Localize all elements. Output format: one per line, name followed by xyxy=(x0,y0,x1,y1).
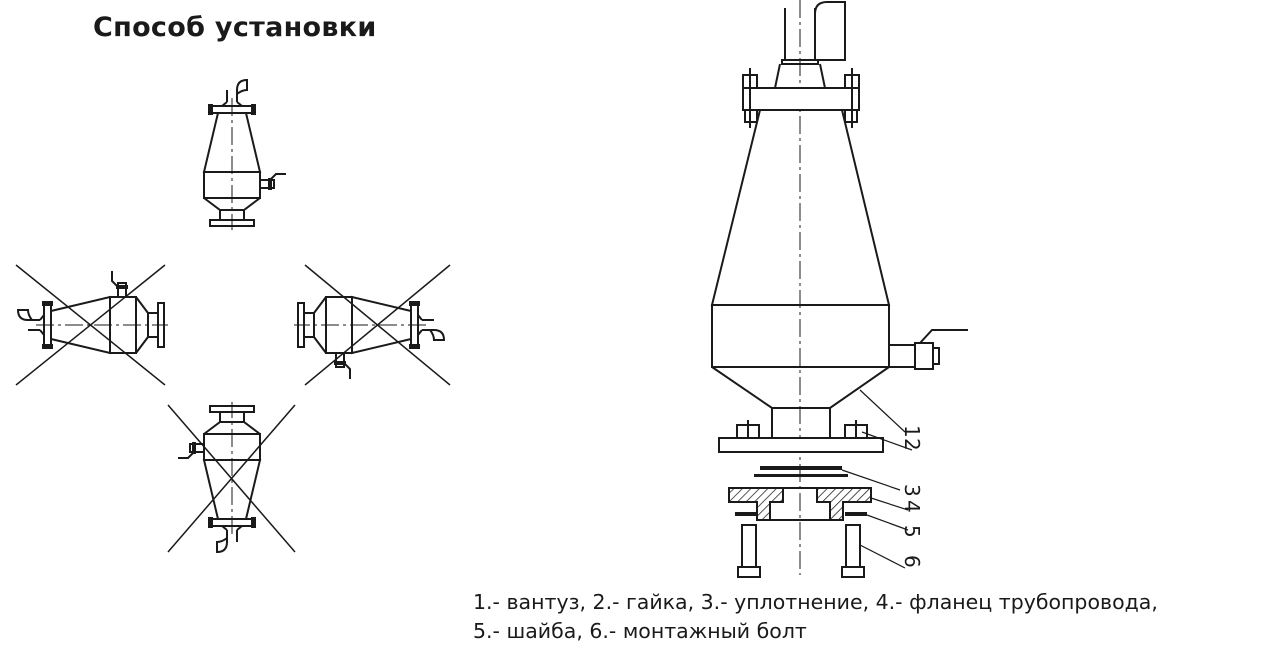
part-number-4: 4 xyxy=(900,500,924,513)
part-number-1: 1 xyxy=(900,425,924,438)
part-number-6: 6 xyxy=(900,555,924,568)
part-number-2: 2 xyxy=(900,438,924,451)
parts-legend: 1.- вантуз, 2.- гайка, 3.- уплотнение, 4… xyxy=(473,588,1158,646)
valve-horizontal-right-wrong xyxy=(293,264,451,386)
page-title: Способ установки xyxy=(93,12,377,43)
valve-upright-correct xyxy=(203,79,287,231)
parts-legend-line-2: 5.- шайба, 6.- монтажный болт xyxy=(473,619,807,643)
part-number-3: 3 xyxy=(900,484,924,497)
assembly-drawing xyxy=(710,0,968,578)
part-number-5: 5 xyxy=(900,525,924,538)
valve-horizontal-left-wrong xyxy=(15,264,169,386)
valve-inverted-wrong xyxy=(167,401,296,553)
parts-legend-line-1: 1.- вантуз, 2.- гайка, 3.- уплотнение, 4… xyxy=(473,590,1158,614)
